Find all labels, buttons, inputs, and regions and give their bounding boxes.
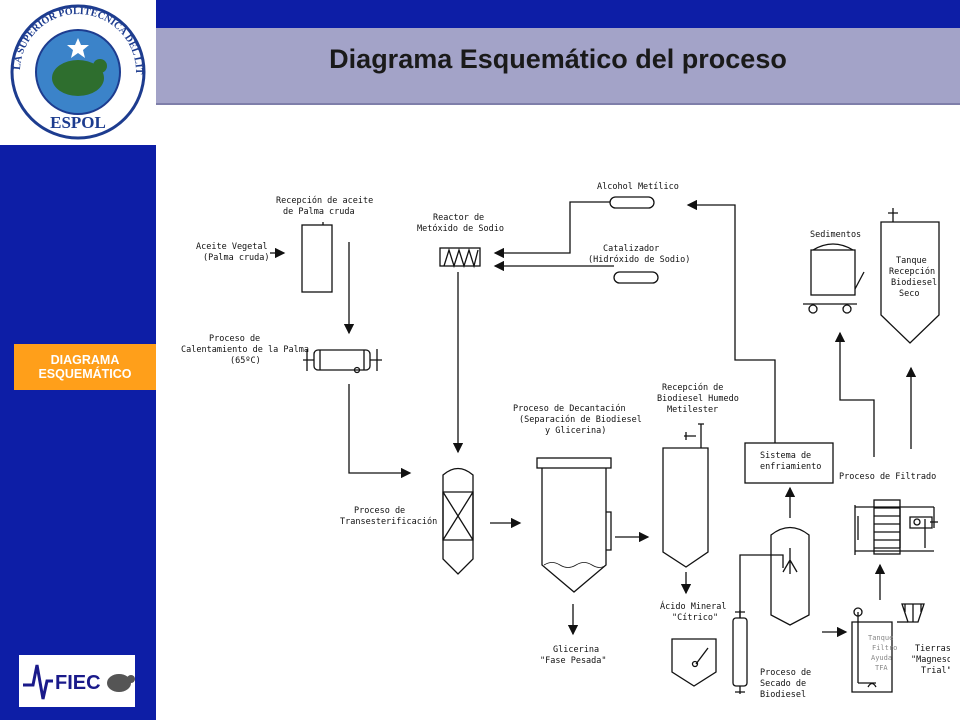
label-alcohol: Alcohol Metílico	[597, 182, 679, 192]
page-title: Diagrama Esquemático del proceso	[329, 44, 787, 74]
svg-text:Secado de: Secado de	[760, 679, 806, 689]
svg-text:de Palma cruda: de Palma cruda	[283, 207, 355, 217]
svg-text:Metilester: Metilester	[667, 405, 718, 415]
top-bar	[156, 0, 960, 28]
label-transesterificacion: Proceso de	[354, 506, 405, 516]
svg-text:enfriamiento: enfriamiento	[760, 462, 821, 472]
svg-text:y Glicerina): y Glicerina)	[545, 426, 606, 436]
label-catalizador-1: Catalizador	[603, 244, 659, 254]
svg-text:ESPOL: ESPOL	[50, 113, 106, 132]
methanol-tank	[609, 196, 655, 209]
label-tierras: Tierras	[915, 644, 950, 654]
filter-aid-tank	[851, 603, 925, 693]
svg-text:Transesterificación: Transesterificación	[340, 516, 437, 527]
label-sedimentos: Sedimentos	[810, 230, 861, 240]
cooling-system	[744, 442, 834, 484]
svg-text:(Separación de Biodiesel: (Separación de Biodiesel	[519, 414, 642, 425]
label-tanque-filtro: Tanque	[868, 634, 893, 642]
svg-text:Metóxido de Sodio: Metóxido de Sodio	[417, 223, 504, 234]
transesterification-reactor	[442, 467, 474, 575]
svg-text:"Magnesol: "Magnesol	[911, 655, 950, 665]
label-calentamiento: Proceso de	[209, 334, 260, 344]
label-glicerina: Glicerina	[553, 645, 599, 655]
svg-text:Ayuda: Ayuda	[871, 654, 892, 662]
svg-text:Biodiesel: Biodiesel	[760, 690, 806, 700]
svg-text:TFA: TFA	[875, 664, 888, 672]
svg-text:"Cítrico": "Cítrico"	[672, 613, 718, 623]
svg-text:Biodiesel: Biodiesel	[891, 278, 937, 288]
label-reactor: Reactor de	[433, 213, 484, 223]
decantation-tank	[536, 457, 612, 593]
fiec-logo: FIEC	[19, 655, 135, 707]
label-acido: Ácido Mineral	[660, 600, 727, 612]
svg-text:(65ºC): (65ºC)	[230, 356, 261, 366]
svg-text:Filtro: Filtro	[872, 644, 897, 652]
label-enfriamiento: Sistema de	[760, 451, 811, 461]
svg-text:Seco: Seco	[899, 289, 919, 299]
svg-text:Calentamiento de la Palma: Calentamiento de la Palma	[181, 345, 309, 355]
spray-tower	[770, 526, 810, 626]
filter-press	[854, 499, 938, 555]
nav-tab-label-line2: ESQUEMÁTICO	[38, 367, 132, 381]
crude-oil-tank	[301, 222, 333, 293]
svg-text:"Fase Pesada": "Fase Pesada"	[540, 656, 607, 666]
dry-biodiesel-tank	[880, 208, 940, 344]
acid-tank	[671, 638, 717, 687]
sediments-cart	[803, 243, 865, 314]
label-aceite-vegetal: Aceite Vegetal	[196, 242, 268, 252]
nav-tab-label-line1: DIAGRAMA	[50, 353, 120, 367]
svg-text:(Hidróxido de Sodio): (Hidróxido de Sodio)	[588, 254, 690, 265]
wet-biodiesel-tank	[662, 423, 709, 568]
methoxide-reactor	[439, 247, 481, 269]
svg-text:FIEC: FIEC	[55, 672, 101, 694]
label-recepcion-aceite: Recepción de aceite	[276, 195, 373, 206]
espol-logo: ESCUELA SUPERIOR POLITECNICA DEL LITORAL…	[0, 0, 156, 145]
palm-heater	[303, 349, 382, 374]
title-bar	[156, 28, 960, 105]
label-recepcion-humedo: Recepción de	[662, 382, 723, 393]
svg-text:(Palma cruda): (Palma cruda)	[203, 253, 270, 263]
nav-tab-diagrama-esquematico[interactable]: DIAGRAMA ESQUEMÁTICO	[14, 344, 156, 390]
label-filtrado: Proceso de Filtrado	[839, 472, 936, 482]
svg-text:Biodiesel Humedo: Biodiesel Humedo	[657, 394, 739, 404]
process-diagram: Recepción de aceite de Palma cruda Aceit…	[160, 170, 957, 720]
label-tanque-seco: Tanque	[896, 256, 927, 266]
label-secado: Proceso de	[760, 668, 811, 678]
turtle-icon	[52, 60, 104, 96]
dryer-column	[732, 554, 784, 694]
svg-text:Recepción: Recepción	[889, 266, 935, 277]
label-decantacion: Proceso de Decantación	[513, 403, 626, 414]
svg-text:Trial": Trial"	[921, 666, 950, 676]
catalyst-tank	[613, 271, 659, 284]
